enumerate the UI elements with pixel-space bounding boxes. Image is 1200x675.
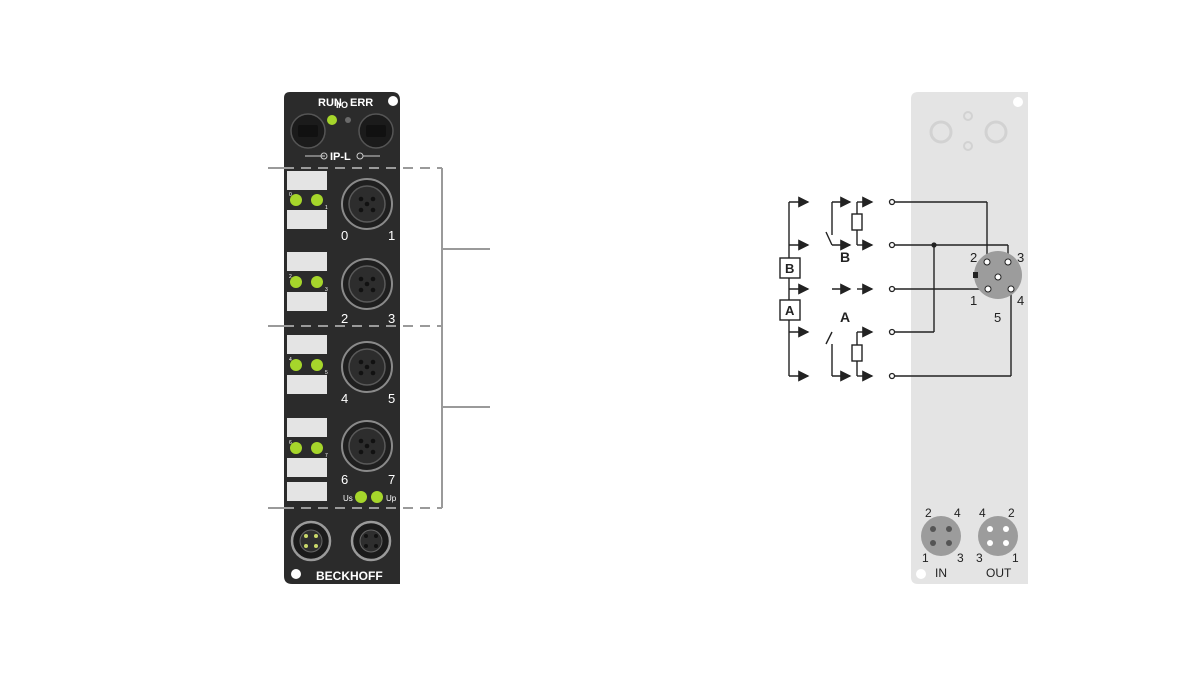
- label-plate: [287, 458, 327, 477]
- power-connector-out: [350, 520, 392, 562]
- brand-logo: BECKHOFF: [316, 569, 383, 583]
- channel-block-4-5: 4 5 4 5: [287, 335, 395, 406]
- channel-block-2-3: 2 3 2 3: [287, 252, 395, 326]
- component-b: B: [779, 257, 801, 279]
- power-label-up: Up: [386, 494, 397, 503]
- svg-text:3: 3: [976, 551, 983, 565]
- switch-label-a: A: [840, 309, 850, 325]
- label-err: ERR: [350, 97, 373, 109]
- m12-socket: [341, 341, 393, 393]
- side-panel: [911, 92, 1028, 584]
- status-led: [311, 276, 323, 288]
- status-led: [290, 276, 302, 288]
- pin-label-1: 1: [970, 293, 977, 308]
- led-up: [371, 491, 383, 503]
- component-a: A: [779, 299, 801, 321]
- led-label-0: 0: [289, 192, 292, 198]
- pin-label-3: 3: [1017, 250, 1024, 265]
- io-module: RUN I/O ERR IP-L 0 1: [284, 92, 400, 584]
- channel-label-5: 5: [388, 391, 395, 406]
- led-label-2: 2: [289, 274, 292, 280]
- ethernet-port-1: [290, 113, 326, 149]
- led-label-1: 1: [325, 205, 328, 211]
- ethernet-port-2: [358, 113, 394, 149]
- channel-label-2: 2: [341, 311, 348, 326]
- pin-label-4: 4: [1017, 293, 1024, 308]
- pin-label-5: 5: [994, 310, 1001, 325]
- channel-label-4: 4: [341, 391, 348, 406]
- label-io: I/O: [336, 100, 348, 110]
- label-plate: [287, 292, 327, 311]
- label-plate: [287, 418, 327, 437]
- channel-label-1: 1: [388, 228, 395, 243]
- label-plate: [287, 252, 327, 271]
- led-label-7: 7: [325, 453, 328, 459]
- svg-text:A: A: [785, 303, 795, 318]
- m12-connector-pinout: 2 3 1 4 5: [970, 250, 1024, 325]
- led-label-4: 4: [289, 357, 292, 363]
- label-plate: [287, 210, 327, 229]
- power-label-us: Us: [343, 494, 353, 503]
- power-out-label: OUT: [986, 566, 1012, 580]
- wiring-diagram: [788, 196, 1012, 382]
- label-plate: [287, 335, 327, 354]
- resistor: [851, 213, 863, 231]
- resistor: [851, 344, 863, 362]
- m12-socket: [341, 178, 393, 230]
- channel-label-0: 0: [341, 228, 348, 243]
- status-led: [290, 442, 302, 454]
- power-in-label: IN: [935, 566, 947, 580]
- ip-label-row: IP-L: [305, 151, 380, 163]
- mounting-hole-bottom: [291, 569, 301, 579]
- svg-text:1: 1: [922, 551, 929, 565]
- power-out-pinout: 4 2 3 1 OUT: [976, 506, 1019, 580]
- led-label-6: 6: [289, 440, 292, 446]
- led-run: [327, 115, 337, 125]
- channel-block-6-7: 6 7 6 7: [287, 418, 395, 487]
- led-label-5: 5: [325, 370, 328, 376]
- m12-socket: [341, 258, 393, 310]
- label-plate: [287, 482, 327, 501]
- pin-label-2: 2: [970, 250, 977, 265]
- label-run: RUN: [318, 97, 342, 109]
- led-label-3: 3: [325, 287, 328, 293]
- label-plate: [287, 375, 327, 394]
- svg-text:3: 3: [957, 551, 964, 565]
- svg-text:1: 1: [1012, 551, 1019, 565]
- svg-text:2: 2: [1008, 506, 1015, 520]
- power-connector-in: [290, 520, 332, 562]
- status-led: [290, 359, 302, 371]
- wiring-nodes: [851, 198, 937, 380]
- label-plate: [287, 171, 327, 190]
- mounting-hole-top: [388, 96, 398, 106]
- status-led: [290, 194, 302, 206]
- mounting-hole: [916, 569, 926, 579]
- led-err: [345, 117, 351, 123]
- switch-label-b: B: [840, 249, 850, 265]
- svg-text:4: 4: [979, 506, 986, 520]
- svg-text:2: 2: [925, 506, 932, 520]
- status-led: [311, 442, 323, 454]
- group-bracket: [268, 167, 490, 509]
- power-in-pinout: 2 4 1 3 IN: [921, 506, 964, 580]
- m12-socket: [341, 420, 393, 472]
- channel-block-0-1: 0 1 0 1: [287, 171, 395, 243]
- svg-text:B: B: [785, 261, 794, 276]
- svg-text:4: 4: [954, 506, 961, 520]
- channel-label-6: 6: [341, 472, 348, 487]
- channel-label-7: 7: [388, 472, 395, 487]
- mounting-hole: [1013, 97, 1023, 107]
- led-us: [355, 491, 367, 503]
- ip-label: IP-L: [330, 151, 351, 163]
- status-led: [311, 359, 323, 371]
- status-led: [311, 194, 323, 206]
- channel-label-3: 3: [388, 311, 395, 326]
